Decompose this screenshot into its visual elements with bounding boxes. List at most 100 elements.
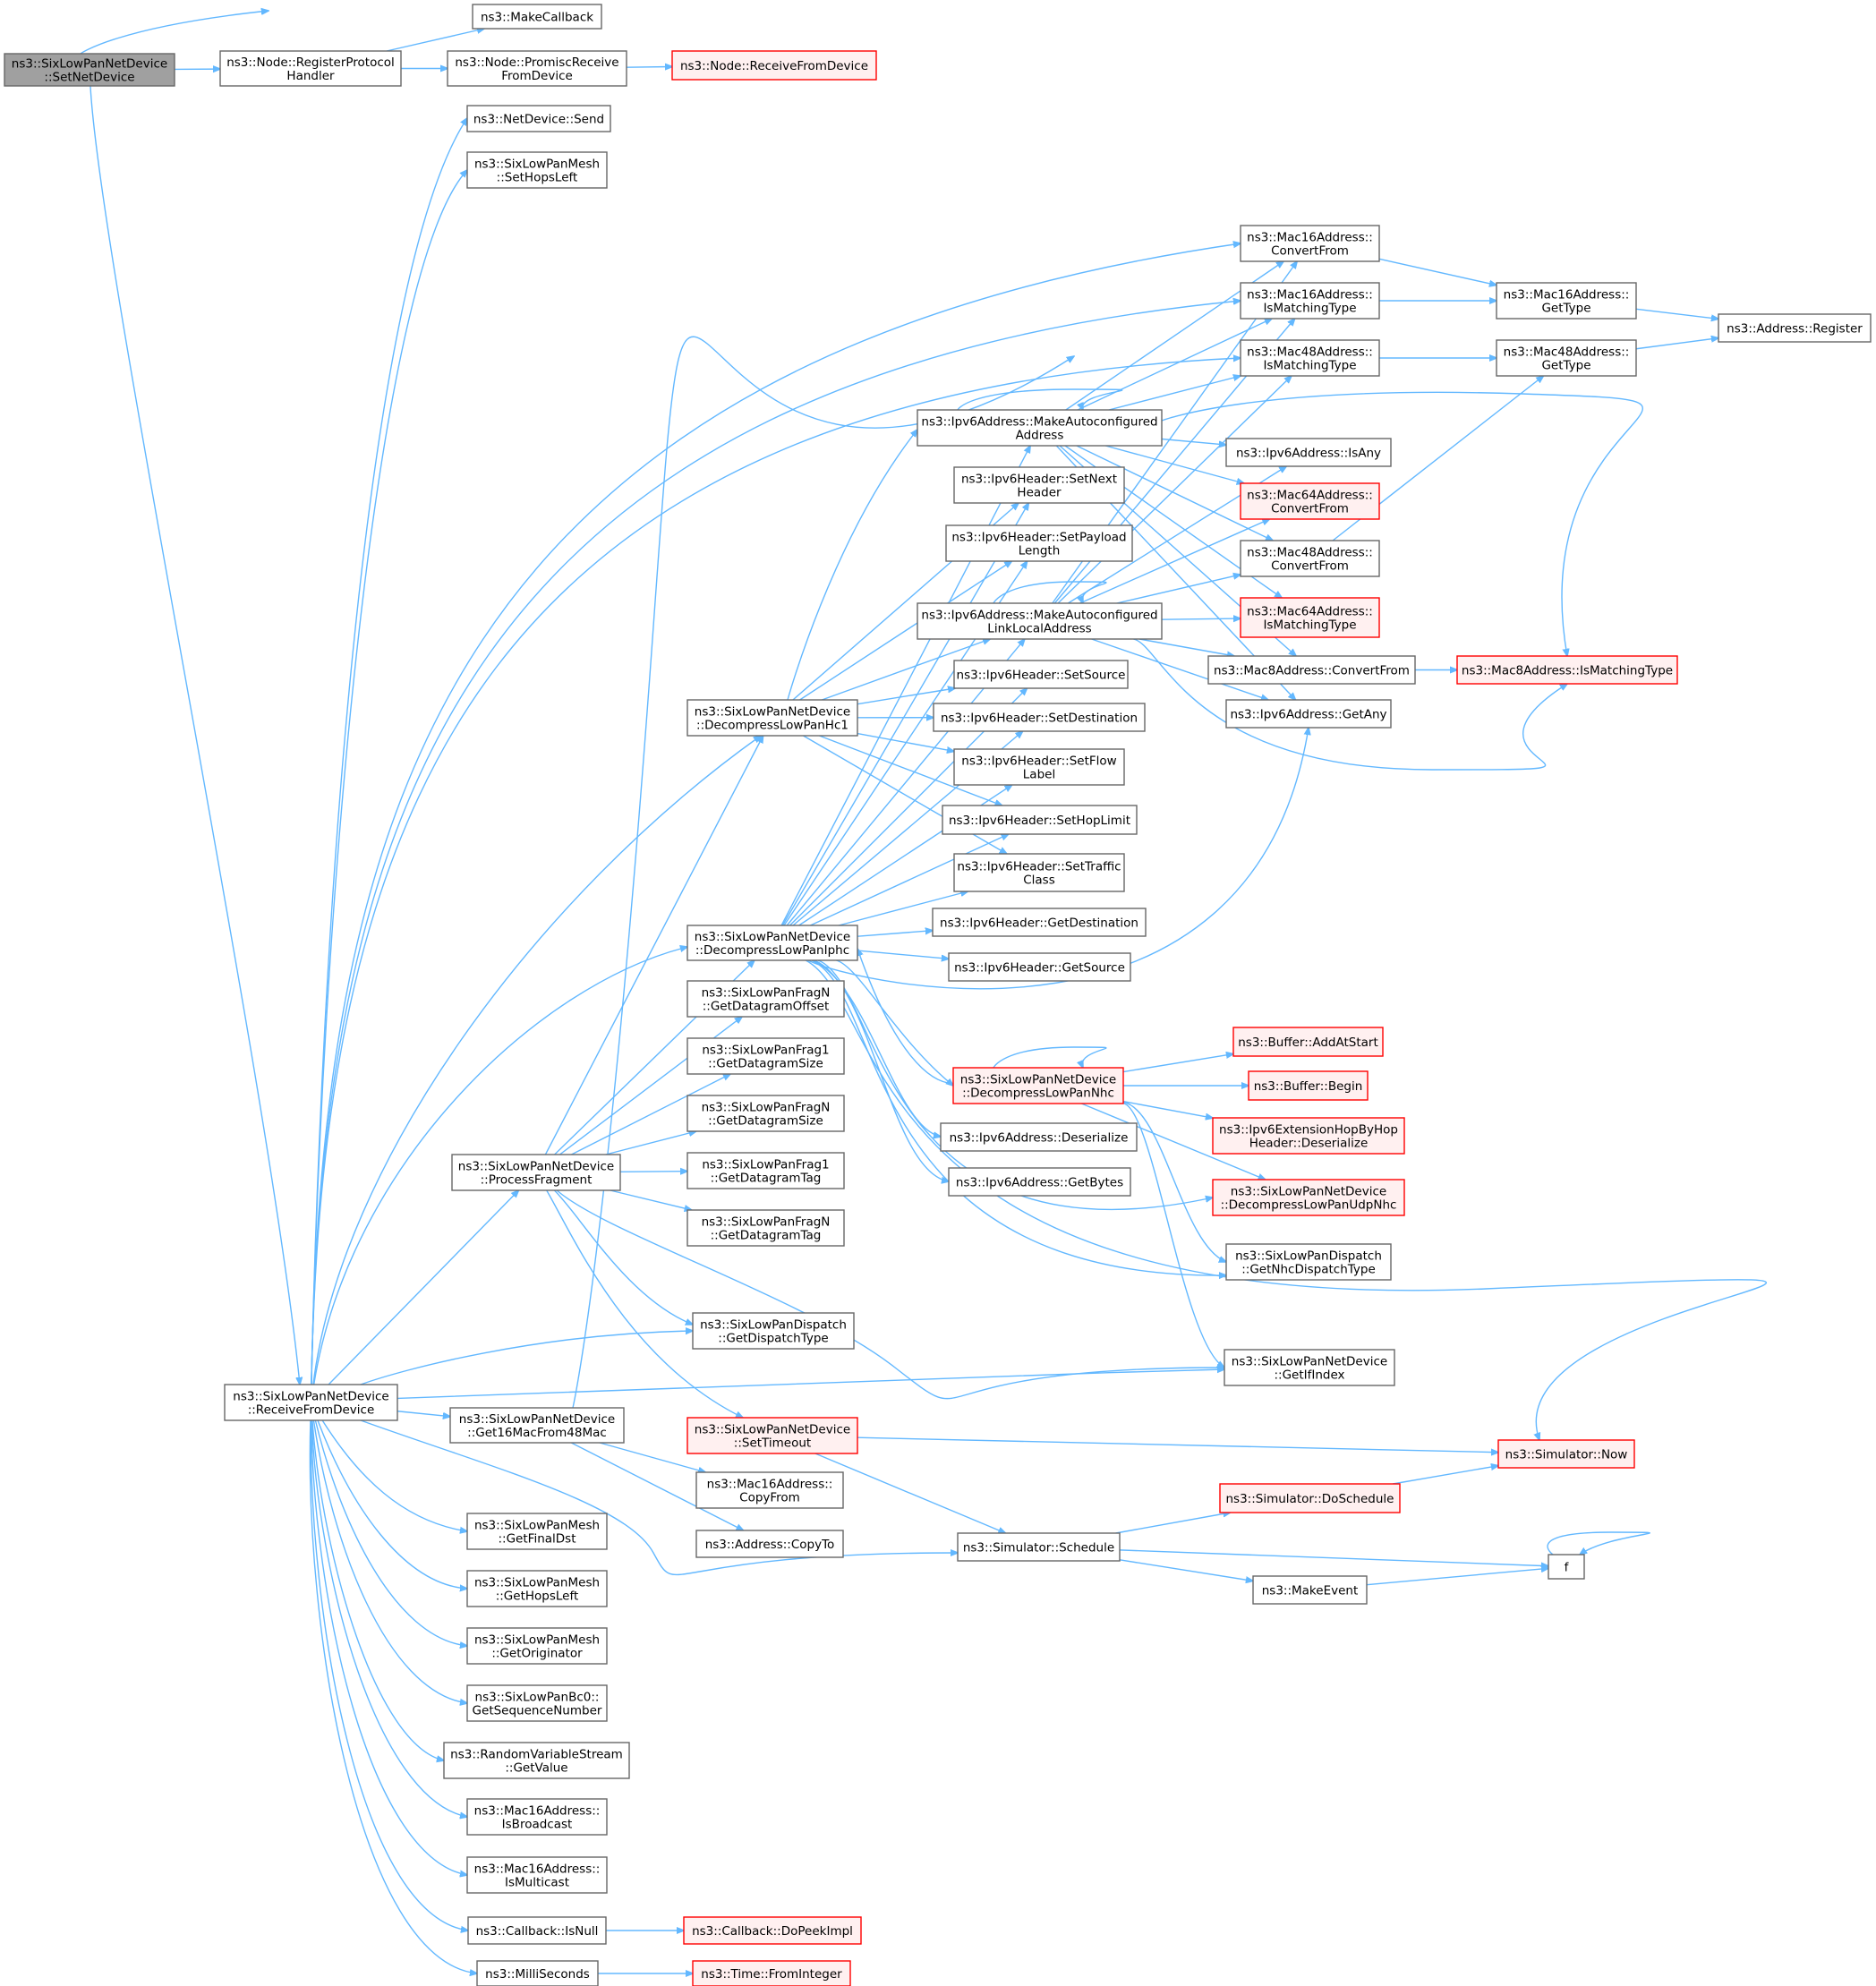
node-box [449, 1407, 625, 1444]
node-getifindex[interactable]: ns3::SixLowPanNetDevice::GetIfIndex [1224, 1349, 1395, 1386]
node-frag1tag[interactable]: ns3::SixLowPanFrag1::GetDatagramTag [686, 1152, 845, 1189]
node-dopeek[interactable]: ns3::Callback::DoPeekImpl [683, 1916, 862, 1945]
node-label: ::Get16MacFrom48Mac [467, 1426, 607, 1440]
node-label: ns3::Buffer::Begin [1254, 1079, 1363, 1094]
node-box [953, 748, 1125, 786]
node-rcv[interactable]: ns3::SixLowPanNetDevice::ReceiveFromDevi… [224, 1384, 398, 1421]
node-setsource[interactable]: ns3::Ipv6Header::SetSource [953, 660, 1129, 689]
node-nhc[interactable]: ns3::SixLowPanNetDevice::DecompressLowPa… [952, 1067, 1124, 1104]
node-m64match[interactable]: ns3::Mac64Address::IsMatchingType [1240, 597, 1380, 638]
node-getdest[interactable]: ns3::Ipv6Header::GetDestination [932, 908, 1147, 937]
node-label: ns3::MakeEvent [1262, 1584, 1359, 1598]
node-addrreg[interactable]: ns3::Address::Register [1718, 313, 1872, 343]
call-edge-schedule-to-f [1119, 1549, 1548, 1566]
node-isbcast[interactable]: ns3::Mac16Address::IsBroadcast [466, 1798, 608, 1836]
node-seqnum[interactable]: ns3::SixLowPanBc0::GetSequenceNumber [466, 1684, 608, 1722]
node-simnow[interactable]: ns3::Simulator::Now [1497, 1439, 1635, 1469]
node-label: f [1565, 1561, 1570, 1575]
node-box [917, 602, 1163, 640]
node-iphc[interactable]: ns3::SixLowPanNetDevice::DecompressLowPa… [686, 925, 858, 961]
node-fromint[interactable]: ns3::Time::FromInteger [692, 1960, 851, 1986]
node-m48conv[interactable]: ns3::Mac48Address::ConvertFrom [1240, 540, 1380, 577]
call-edge-procfrag-to-hc1 [544, 736, 763, 1155]
node-sethoplimit[interactable]: ns3::Ipv6Header::SetHopLimit [942, 805, 1138, 835]
node-hopbyhop[interactable]: ns3::Ipv6ExtensionHopByHopHeader::Deseri… [1212, 1117, 1405, 1155]
node-dispatch[interactable]: ns3::SixLowPanDispatch::GetDispatchType [692, 1312, 855, 1350]
call-edge-rcv-to-procfrag [328, 1190, 518, 1385]
node-label: IsMatchingType [1263, 302, 1356, 316]
node-getbytes[interactable]: ns3::Ipv6Address::GetBytes [948, 1167, 1131, 1197]
call-edge-rcv-to-millis [309, 1419, 477, 1973]
node-makeevent[interactable]: ns3::MakeEvent [1252, 1575, 1368, 1605]
node-udpnhc[interactable]: ns3::SixLowPanNetDevice::DecompressLowPa… [1212, 1179, 1405, 1216]
node-makecb[interactable]: ns3::MakeCallback [472, 4, 602, 30]
node-autoaddr[interactable]: ns3::Ipv6Address::MakeAutoconfiguredAddr… [917, 409, 1163, 447]
call-edge-rcv-to-finaldst [321, 1419, 467, 1531]
node-bufbegin[interactable]: ns3::Buffer::Begin [1248, 1070, 1369, 1101]
node-get16[interactable]: ns3::SixLowPanNetDevice::Get16MacFrom48M… [449, 1407, 625, 1444]
node-frag1size[interactable]: ns3::SixLowPanFrag1::GetDatagramSize [686, 1037, 845, 1075]
node-getsource[interactable]: ns3::Ipv6Header::GetSource [948, 952, 1131, 982]
node-procfrag[interactable]: ns3::SixLowPanNetDevice::ProcessFragment [451, 1154, 621, 1191]
node-box [692, 1960, 851, 1986]
node-dosched[interactable]: ns3::Simulator::DoSchedule [1219, 1483, 1401, 1513]
call-edge-get16-to-copyto [570, 1442, 743, 1530]
node-label: FromDevice [501, 69, 573, 83]
node-nhcdispatch[interactable]: ns3::SixLowPanDispatch::GetNhcDispatchTy… [1225, 1243, 1392, 1281]
node-m8match[interactable]: ns3::Mac8Address::IsMatchingType [1456, 655, 1678, 685]
node-m48match[interactable]: ns3::Mac48Address::IsMatchingType [1240, 339, 1380, 377]
node-nodercv[interactable]: ns3::Node::ReceiveFromDevice [671, 50, 877, 81]
node-gethops[interactable]: ns3::SixLowPanMesh::GetHopsLeft [466, 1570, 608, 1607]
node-isnull[interactable]: ns3::Callback::IsNull [467, 1916, 607, 1945]
node-schedule[interactable]: ns3::Simulator::Schedule [957, 1532, 1121, 1562]
node-hc1[interactable]: ns3::SixLowPanNetDevice::DecompressLowPa… [686, 699, 858, 737]
call-edge-rcv-to-m16match [311, 301, 1241, 1385]
node-box [466, 151, 608, 189]
node-deser[interactable]: ns3::Ipv6Address::Deserialize [940, 1122, 1138, 1152]
node-label: ns3::NetDevice::Send [473, 113, 604, 127]
call-edge-m16conv-to-m16type [1378, 258, 1497, 285]
node-millis[interactable]: ns3::MilliSeconds [476, 1960, 599, 1986]
node-m16type[interactable]: ns3::Mac16Address::GetType [1496, 282, 1637, 320]
node-label: ::DecompressLowPanUdpNhc [1221, 1198, 1397, 1213]
node-ismcast[interactable]: ns3::Mac16Address::IsMulticast [466, 1856, 608, 1894]
node-sethops[interactable]: ns3::SixLowPanMesh::SetHopsLeft [466, 151, 608, 189]
node-isany[interactable]: ns3::Ipv6Address::IsAny [1225, 438, 1392, 467]
node-copyfrom[interactable]: ns3::Mac16Address::CopyFrom [695, 1471, 844, 1509]
node-fragNoff[interactable]: ns3::SixLowPanFragN::GetDatagramOffset [686, 980, 845, 1018]
node-autolink[interactable]: ns3::Ipv6Address::MakeAutoconfiguredLink… [917, 602, 1163, 640]
node-m8conv[interactable]: ns3::Mac8Address::ConvertFrom [1207, 655, 1416, 685]
node-label: ns3::SixLowPanDispatch [1235, 1249, 1382, 1264]
node-addatstart[interactable]: ns3::Buffer::AddAtStart [1232, 1027, 1384, 1057]
node-root[interactable]: ns3::SixLowPanNetDevice::SetNetDevice [4, 53, 175, 87]
node-m16match[interactable]: ns3::Mac16Address::IsMatchingType [1240, 282, 1380, 320]
node-box [1248, 1070, 1369, 1101]
node-box [1219, 1483, 1401, 1513]
node-label: ns3::SixLowPanMesh [474, 158, 600, 172]
node-fragNtag[interactable]: ns3::SixLowPanFragN::GetDatagramTag [686, 1209, 845, 1247]
call-edge-nhc-to-iphc [857, 949, 954, 1085]
node-m16conv[interactable]: ns3::Mac16Address::ConvertFrom [1240, 225, 1380, 262]
node-m64conv[interactable]: ns3::Mac64Address::ConvertFrom [1240, 482, 1380, 520]
node-fragNsize[interactable]: ns3::SixLowPanFragN::GetDatagramSize [686, 1095, 845, 1132]
call-edge-m16type-to-addrreg [1635, 308, 1718, 319]
node-rvs[interactable]: ns3::RandomVariableStream::GetValue [443, 1742, 630, 1779]
node-settimeout[interactable]: ns3::SixLowPanNetDevice::SetTimeout [686, 1417, 858, 1454]
node-setdest[interactable]: ns3::Ipv6Header::SetDestination [933, 703, 1146, 732]
node-getany[interactable]: ns3::Ipv6Address::GetAny [1225, 699, 1392, 729]
call-edge-iphc-to-nhc [836, 959, 953, 1086]
node-finaldst[interactable]: ns3::SixLowPanMesh::GetFinalDst [466, 1513, 608, 1550]
node-ndsend[interactable]: ns3::NetDevice::Send [466, 105, 611, 132]
node-m48type[interactable]: ns3::Mac48Address::GetType [1496, 339, 1637, 377]
node-box [451, 1154, 621, 1191]
node-origin[interactable]: ns3::SixLowPanMesh::GetOriginator [466, 1627, 608, 1665]
node-copyto[interactable]: ns3::Address::CopyTo [695, 1530, 844, 1558]
node-f[interactable]: f [1548, 1554, 1585, 1580]
call-edge-nhc-to-nhc [993, 1046, 1107, 1068]
